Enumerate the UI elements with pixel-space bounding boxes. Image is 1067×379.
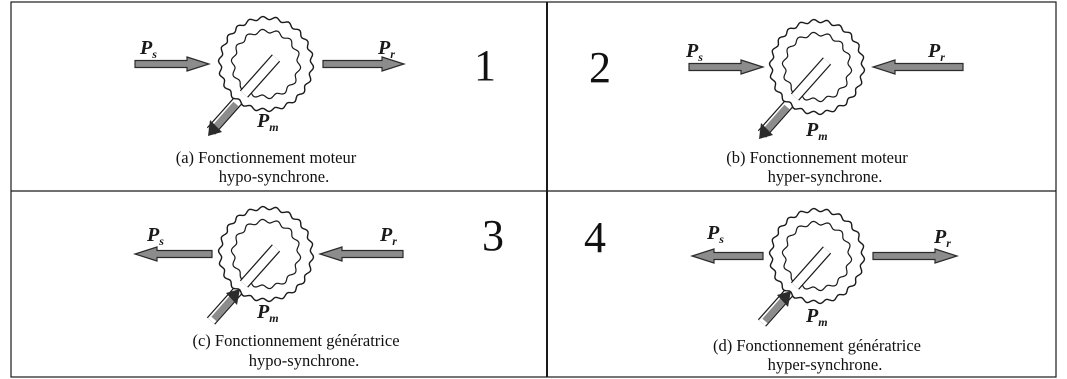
label-pm: Pm (805, 305, 828, 329)
label-pm-main: P (805, 305, 819, 327)
label-pr-sub: r (392, 234, 397, 248)
label-pr-main: P (379, 224, 393, 246)
label-pr-main: P (377, 37, 391, 59)
ps-arrow (134, 56, 211, 72)
rotor-ring (230, 218, 302, 290)
ps-arrow (688, 59, 765, 75)
shaft-top-body (240, 55, 280, 97)
panel-number: 4 (584, 213, 606, 262)
caption-line-2: hyper-synchrone. (768, 167, 883, 186)
caption-line-1: (d) Fonctionnement génératrice (713, 336, 921, 355)
panel-number: 3 (482, 211, 504, 260)
label-pr-sub: r (940, 50, 945, 64)
label-pm-sub: m (818, 315, 827, 329)
rotor-ring (781, 220, 853, 292)
label-pr: Pr (377, 37, 395, 61)
pm-arrow-head (759, 123, 773, 139)
label-ps: Ps (685, 40, 703, 64)
label-ps-main: P (685, 40, 699, 62)
ps-arrow (133, 246, 213, 262)
panel-number: 2 (589, 43, 611, 92)
label-pr: Pr (927, 40, 945, 64)
label-ps-sub: s (158, 234, 164, 248)
outer-border (10, 1, 1057, 378)
label-pm-main: P (256, 301, 270, 323)
caption-line-2: hypo-synchrone. (219, 167, 329, 186)
pr-arrow (322, 56, 406, 72)
label-pr: Pr (379, 224, 397, 248)
pm-arrow-head (208, 120, 222, 136)
shaft-top-body (240, 245, 280, 287)
pm-arrow-shaft (211, 101, 239, 132)
label-ps-main: P (706, 222, 720, 244)
pm-arrow-shaft (762, 104, 790, 135)
pr-arrow (872, 248, 959, 264)
label-pm: Pm (256, 110, 279, 134)
pr-arrow (318, 246, 404, 262)
label-pr-main: P (927, 40, 941, 62)
figure-grid (10, 1, 1057, 378)
label-pm: Pm (256, 301, 279, 325)
caption-line-2: hyper-synchrone. (768, 355, 883, 374)
label-ps-sub: s (697, 50, 703, 64)
label-pm-main: P (805, 119, 819, 141)
label-pm-main: P (256, 110, 270, 132)
label-ps: Ps (706, 222, 724, 246)
pm-arrow-head (226, 289, 240, 305)
pm-arrow-head (777, 291, 791, 307)
label-ps-main: P (139, 37, 153, 59)
label-ps-sub: s (718, 232, 724, 246)
label-ps: Ps (139, 37, 157, 61)
caption-line-1: (c) Fonctionnement génératrice (192, 331, 399, 350)
label-ps-main: P (146, 224, 160, 246)
label-pr: Pr (933, 226, 951, 250)
label-pm-sub: m (818, 129, 827, 143)
panel-number: 1 (474, 41, 496, 90)
shaft-top-body (791, 58, 831, 100)
label-pm-sub: m (269, 311, 278, 325)
caption-line-1: (a) Fonctionnement moteur (176, 148, 357, 167)
label-pr-main: P (933, 226, 947, 248)
label-ps-sub: s (151, 47, 157, 61)
label-pm-sub: m (269, 120, 278, 134)
label-pm: Pm (805, 119, 828, 143)
label-pr-sub: r (390, 47, 395, 61)
label-pr-sub: r (946, 236, 951, 250)
ps-arrow (690, 248, 764, 264)
rotor-ring (230, 28, 302, 100)
label-ps: Ps (146, 224, 164, 248)
caption-line-2: hypo-synchrone. (249, 351, 359, 370)
caption-line-1: (b) Fonctionnement moteur (726, 148, 908, 167)
shaft-top-body (791, 247, 831, 289)
pr-arrow (871, 59, 964, 75)
rotor-ring (781, 31, 853, 103)
